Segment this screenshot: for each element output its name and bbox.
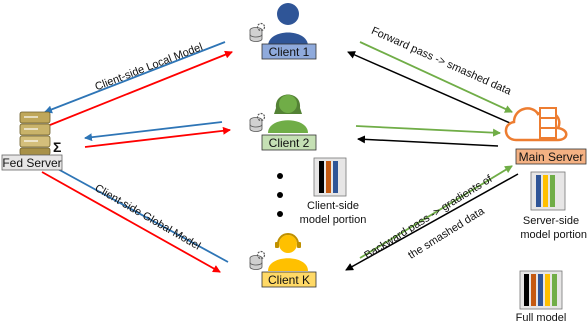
arrow-server-backward-clientk	[345, 173, 519, 271]
client-2-label-box	[261, 134, 317, 151]
main-server-label: Main Server	[519, 150, 584, 164]
full-model-icon	[519, 270, 563, 310]
arrow-fed-to-clientk	[41, 171, 221, 273]
client-portion-caption-line2: model portion	[300, 214, 367, 226]
cloud-server-icon	[504, 107, 568, 142]
fed-server-label-box	[1, 154, 63, 171]
arrow-client2-to-fed	[84, 121, 223, 142]
server-portion-caption-line1: Server-side	[523, 215, 579, 227]
label-forward-pass: Forward pass -> smashed data	[369, 25, 513, 98]
arrow-server-backward-client2	[357, 135, 499, 147]
fed-server-label: Fed Server	[2, 156, 61, 170]
main-server-node: Main Server	[504, 107, 587, 165]
arrow-client1-to-fed	[44, 41, 226, 114]
client-1-node: Client 1	[249, 3, 317, 60]
gear-icon	[256, 112, 266, 122]
client-k-label-box	[261, 271, 317, 288]
arrow-fed-to-client1	[49, 50, 233, 126]
gear-icon	[256, 250, 266, 260]
client-portion-caption-line1: Client-side	[307, 200, 359, 212]
person-icon	[268, 94, 308, 133]
more-clients-dots	[277, 173, 283, 217]
label-global-model: Client-side Global Model	[93, 182, 203, 252]
arrow-client1-forward	[359, 41, 513, 113]
server-stack-icon	[19, 111, 51, 156]
server-portion-caption-line2: model portion	[520, 229, 587, 241]
headset-person-icon	[268, 233, 308, 271]
arrow-client2-forward	[355, 125, 501, 137]
client-1-label-box	[261, 43, 317, 60]
client-2-node: Client 2	[249, 94, 317, 151]
client-2-label: Client 2	[269, 136, 310, 150]
fed-client-arrows	[41, 41, 233, 273]
fed-server-node: Σ Fed Server	[1, 111, 63, 171]
sigma-icon: Σ	[53, 139, 61, 155]
client-model-portion-icon	[313, 157, 347, 197]
database-icon	[249, 255, 263, 270]
person-icon	[268, 3, 308, 46]
full-model-caption: Full model	[516, 312, 567, 324]
client-k-label: Client K	[268, 273, 310, 287]
main-server-label-box	[515, 148, 587, 165]
database-icon	[249, 117, 263, 132]
client-server-arrows	[345, 41, 519, 271]
arrow-clientk-forward	[359, 165, 513, 259]
client-k-node: Client K	[249, 233, 317, 288]
arrow-fed-to-client2	[84, 126, 231, 148]
client-1-label: Client 1	[269, 45, 310, 59]
database-icon	[249, 27, 263, 42]
arrow-clientk-to-fed	[44, 161, 229, 263]
server-model-portion-icon	[530, 171, 566, 211]
arrow-server-backward-client1	[347, 51, 511, 124]
gear-icon	[256, 22, 266, 32]
